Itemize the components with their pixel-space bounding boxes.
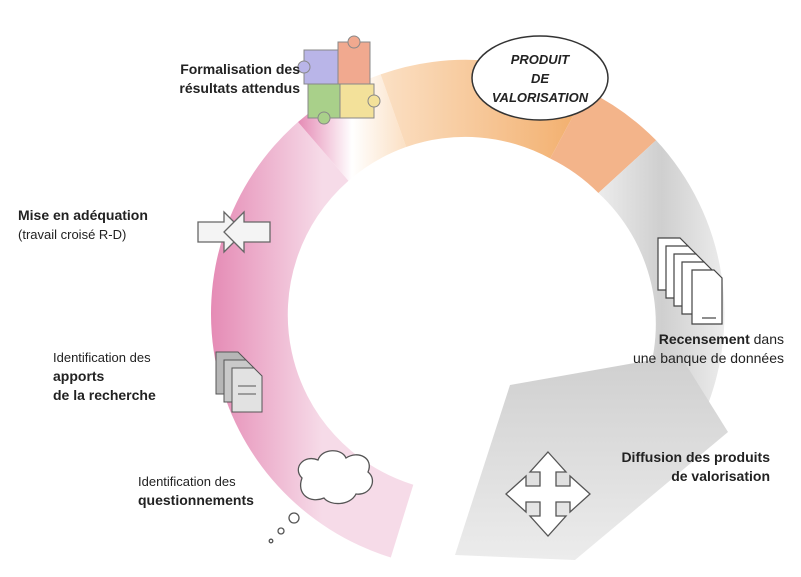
diffusion-line-2: de valorisation <box>671 468 770 484</box>
apports-line-2: apports <box>53 368 105 384</box>
center-line-3: VALORISATION <box>491 89 589 105</box>
step-questionnements: Identification des questionnements <box>138 472 298 510</box>
adequation-title: Mise en adéquation <box>18 207 148 223</box>
step-formalisation: Formalisation des résultats attendus <box>110 60 300 98</box>
recensement-bold: Recensement <box>658 331 750 347</box>
documents-icon <box>215 351 263 413</box>
adequation-detail: (travail croisé R-D) <box>18 227 127 242</box>
crossed-arrows-icon <box>197 210 271 254</box>
ring-top-right-segment <box>550 90 657 193</box>
apports-line-3: de la recherche <box>53 387 156 403</box>
step-recensement: Recensement dans une banque de données <box>572 330 784 368</box>
questionnements-line-1: Identification des <box>138 474 236 489</box>
step-apports: Identification des apports de la recherc… <box>53 348 213 405</box>
recensement-line-2: une banque de données <box>632 350 784 366</box>
formalisation-line-2: résultats attendus <box>179 80 300 96</box>
formalisation-line-1: Formalisation des <box>180 61 300 77</box>
questionnements-line-2: questionnements <box>138 492 254 508</box>
thought-cloud-icon <box>268 450 373 544</box>
recensement-rest: dans <box>749 331 784 347</box>
four-way-arrows-icon <box>505 451 591 537</box>
puzzle-icon <box>297 35 381 125</box>
apports-line-1: Identification des <box>53 350 151 365</box>
step-adequation: Mise en adéquation (travail croisé R-D) <box>18 206 208 244</box>
recensement-line-1: Recensement dans <box>572 330 784 349</box>
step-diffusion: Diffusion des produits de valorisation <box>560 448 770 486</box>
center-line-2: DE <box>530 70 550 86</box>
center-label: PRODUIT DE VALORISATION <box>472 36 608 120</box>
document-stack-icon <box>657 237 723 325</box>
center-line-1: PRODUIT <box>510 51 570 67</box>
center-oval <box>471 35 609 121</box>
diffusion-line-1: Diffusion des produits <box>621 449 770 465</box>
